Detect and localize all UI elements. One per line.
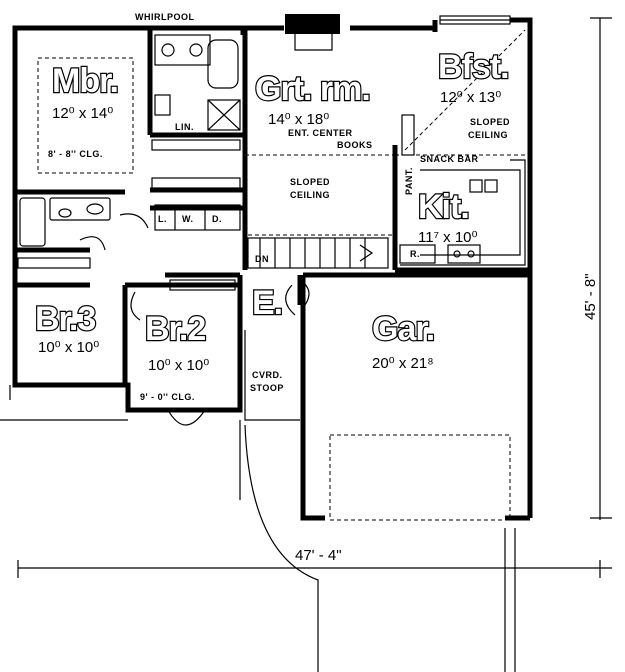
fireplace: [285, 14, 340, 34]
laundry-area: [154, 204, 241, 231]
bedroom3-size: 10⁰ x 10⁰: [38, 339, 99, 356]
sloped-ceiling-lines: [37, 29, 526, 236]
range-label: R.: [410, 249, 420, 259]
whirlpool-label: WHIRLPOOL: [135, 12, 195, 22]
sloped-ceiling-bf-2: CEILING: [468, 130, 508, 140]
master-size: 12⁰ x 14⁰: [52, 105, 113, 122]
books-label: BOOKS: [337, 140, 373, 150]
width-dimension: 47' - 4": [295, 547, 342, 564]
entry-name: E.: [252, 284, 282, 322]
stoop-label-1: CVRD.: [252, 370, 283, 380]
br2-window: [167, 409, 206, 426]
stoop-walkway: [0, 330, 516, 672]
great-room-name: Grt. rm.: [255, 70, 370, 108]
kitchen-name: Kit.: [418, 188, 469, 226]
garage-name: Gar.: [372, 310, 434, 348]
sloped-ceiling-gr-1: SLOPED: [290, 177, 330, 187]
bedroom3-name: Br.3: [35, 300, 95, 338]
depth-dimension: 45' - 8": [582, 273, 599, 320]
linen-label: LIN.: [175, 122, 194, 132]
dryer-label: D.: [212, 214, 222, 224]
bedroom2-ceiling: 9' - 0'' CLG.: [140, 392, 195, 402]
kitchen-size: 11⁷ x 10⁰: [418, 229, 478, 246]
washer-label: W.: [182, 214, 194, 224]
sloped-ceiling-bf-1: SLOPED: [470, 117, 510, 127]
ent-center-label: ENT. CENTER: [288, 128, 353, 138]
bath-fixtures: [19, 34, 241, 247]
stoop-label-2: STOOP: [250, 383, 284, 393]
dimension-lines: [17, 17, 612, 578]
great-room-size: 14⁰ x 18⁰: [268, 111, 329, 128]
closets: [17, 114, 415, 291]
master-ceiling: 8' - 8'' CLG.: [48, 149, 103, 159]
stairs: [247, 237, 389, 269]
breakfast-size: 12⁰ x 13⁰: [440, 89, 501, 106]
door-swings: [79, 213, 310, 321]
exterior-walls: [12, 17, 533, 521]
kitchen-counters: [399, 159, 526, 266]
garage-size: 20⁰ x 21⁸: [372, 355, 434, 372]
laundry-l-label: L.: [158, 214, 167, 224]
bedroom2-name: Br.2: [145, 310, 205, 348]
master-name: Mbr.: [52, 62, 118, 100]
down-label: DN: [255, 254, 269, 264]
snack-bar-label: SNACK BAR: [420, 154, 479, 164]
pantry-label: PANT.: [404, 167, 414, 195]
interior-walls: [15, 28, 530, 410]
breakfast-name: Bfst.: [438, 48, 509, 86]
sloped-ceiling-gr-2: CEILING: [290, 190, 330, 200]
bedroom2-size: 10⁰ x 10⁰: [148, 357, 209, 374]
